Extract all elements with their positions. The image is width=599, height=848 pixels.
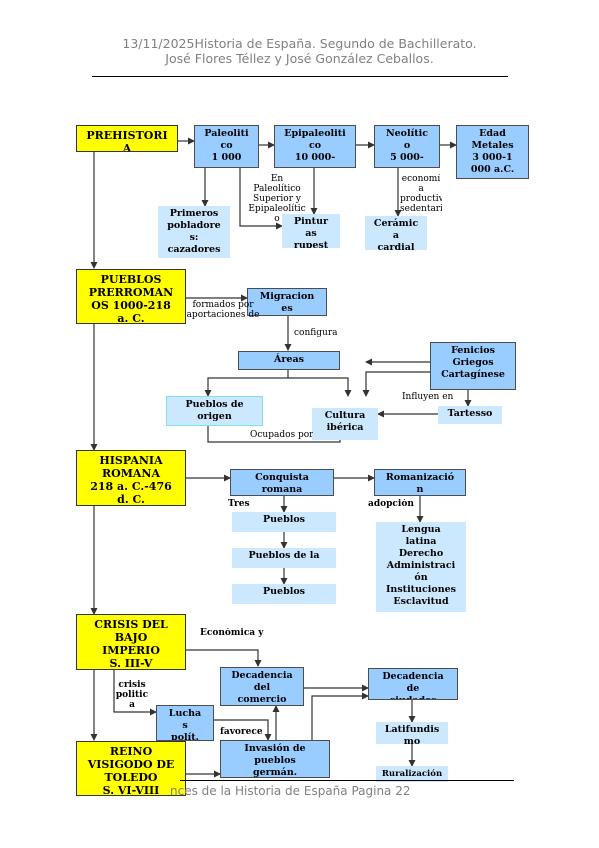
label-configura: configura — [294, 328, 338, 338]
node-pueblos-1: Pueblos — [232, 512, 336, 532]
header-rule — [92, 76, 508, 77]
node-pueblos-3: Pueblos — [232, 584, 336, 604]
label-influyen-en: Influyen en — [402, 392, 454, 402]
label-tres: Tres — [228, 499, 250, 509]
footer-rule — [180, 780, 514, 781]
node-ruralizacion: Ruralización — [376, 766, 448, 782]
label-adopcion: adopción — [368, 499, 414, 509]
label-economia: economíaproductiva ysedentaria — [400, 174, 442, 214]
footer-text: nces de la Historia de España Pagina 22 — [170, 784, 411, 798]
label-favorece: favorece — [220, 727, 263, 737]
node-tartesso: Tartesso — [438, 406, 502, 424]
header-line-2: José Flores Téllez y José González Cebal… — [165, 51, 434, 66]
node-pueblos-2: Pueblos de la — [232, 548, 336, 568]
node-areas: Áreas — [238, 351, 340, 370]
node-decadencia-ciudades: Decadenciadeciudades — [368, 668, 458, 700]
header-line-1: 13/11/2025Historia de España. Segundo de… — [122, 36, 477, 51]
label-economica: Económica y — [200, 628, 264, 638]
label-ocupados-por: Ocupados por — [250, 430, 314, 440]
